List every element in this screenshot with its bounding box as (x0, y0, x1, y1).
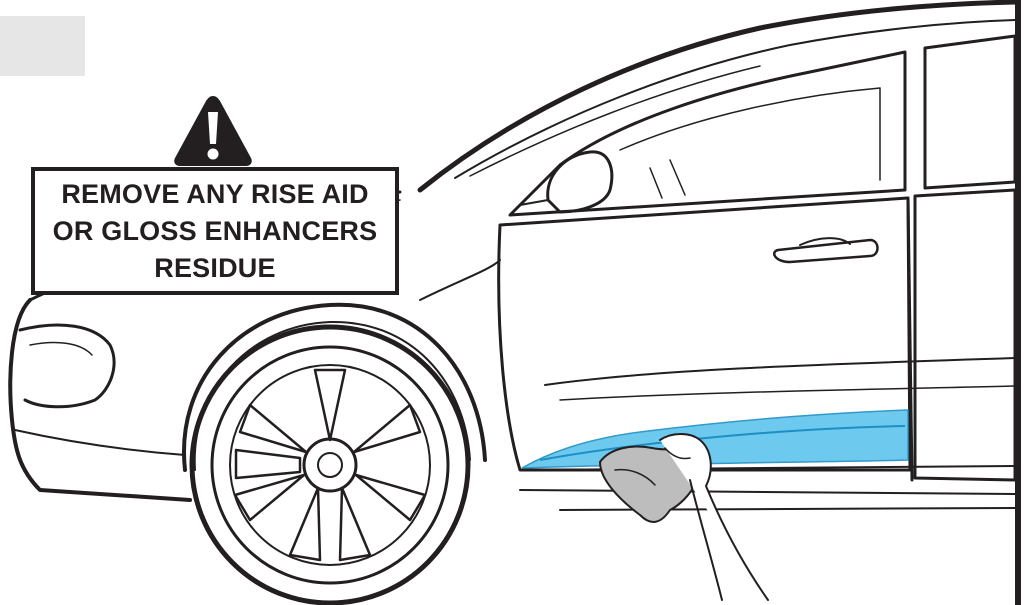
warning-triangle-icon (172, 92, 254, 168)
notice-line-2: OR GLOSS ENHANCERS (53, 213, 378, 250)
wheel-spokes (235, 370, 425, 560)
front-wheel (192, 327, 468, 603)
notice-line-1: REMOVE ANY RISE AID (53, 176, 378, 213)
rear-window (925, 36, 1015, 188)
side-mirror (548, 152, 612, 212)
door-handle (774, 240, 877, 262)
notice-line-3: RESIDUE (53, 250, 378, 287)
cleaning-area-highlight (522, 410, 908, 468)
gray-corner-tab (0, 16, 85, 76)
front-bumper (10, 300, 190, 500)
rear-door (915, 190, 1015, 480)
notice-text: REMOVE ANY RISE AID OR GLOSS ENHANCERS R… (53, 176, 378, 287)
front-window (510, 52, 905, 215)
notice-box: REMOVE ANY RISE AID OR GLOSS ENHANCERS R… (31, 167, 399, 295)
roof-inner-line (455, 20, 1015, 178)
